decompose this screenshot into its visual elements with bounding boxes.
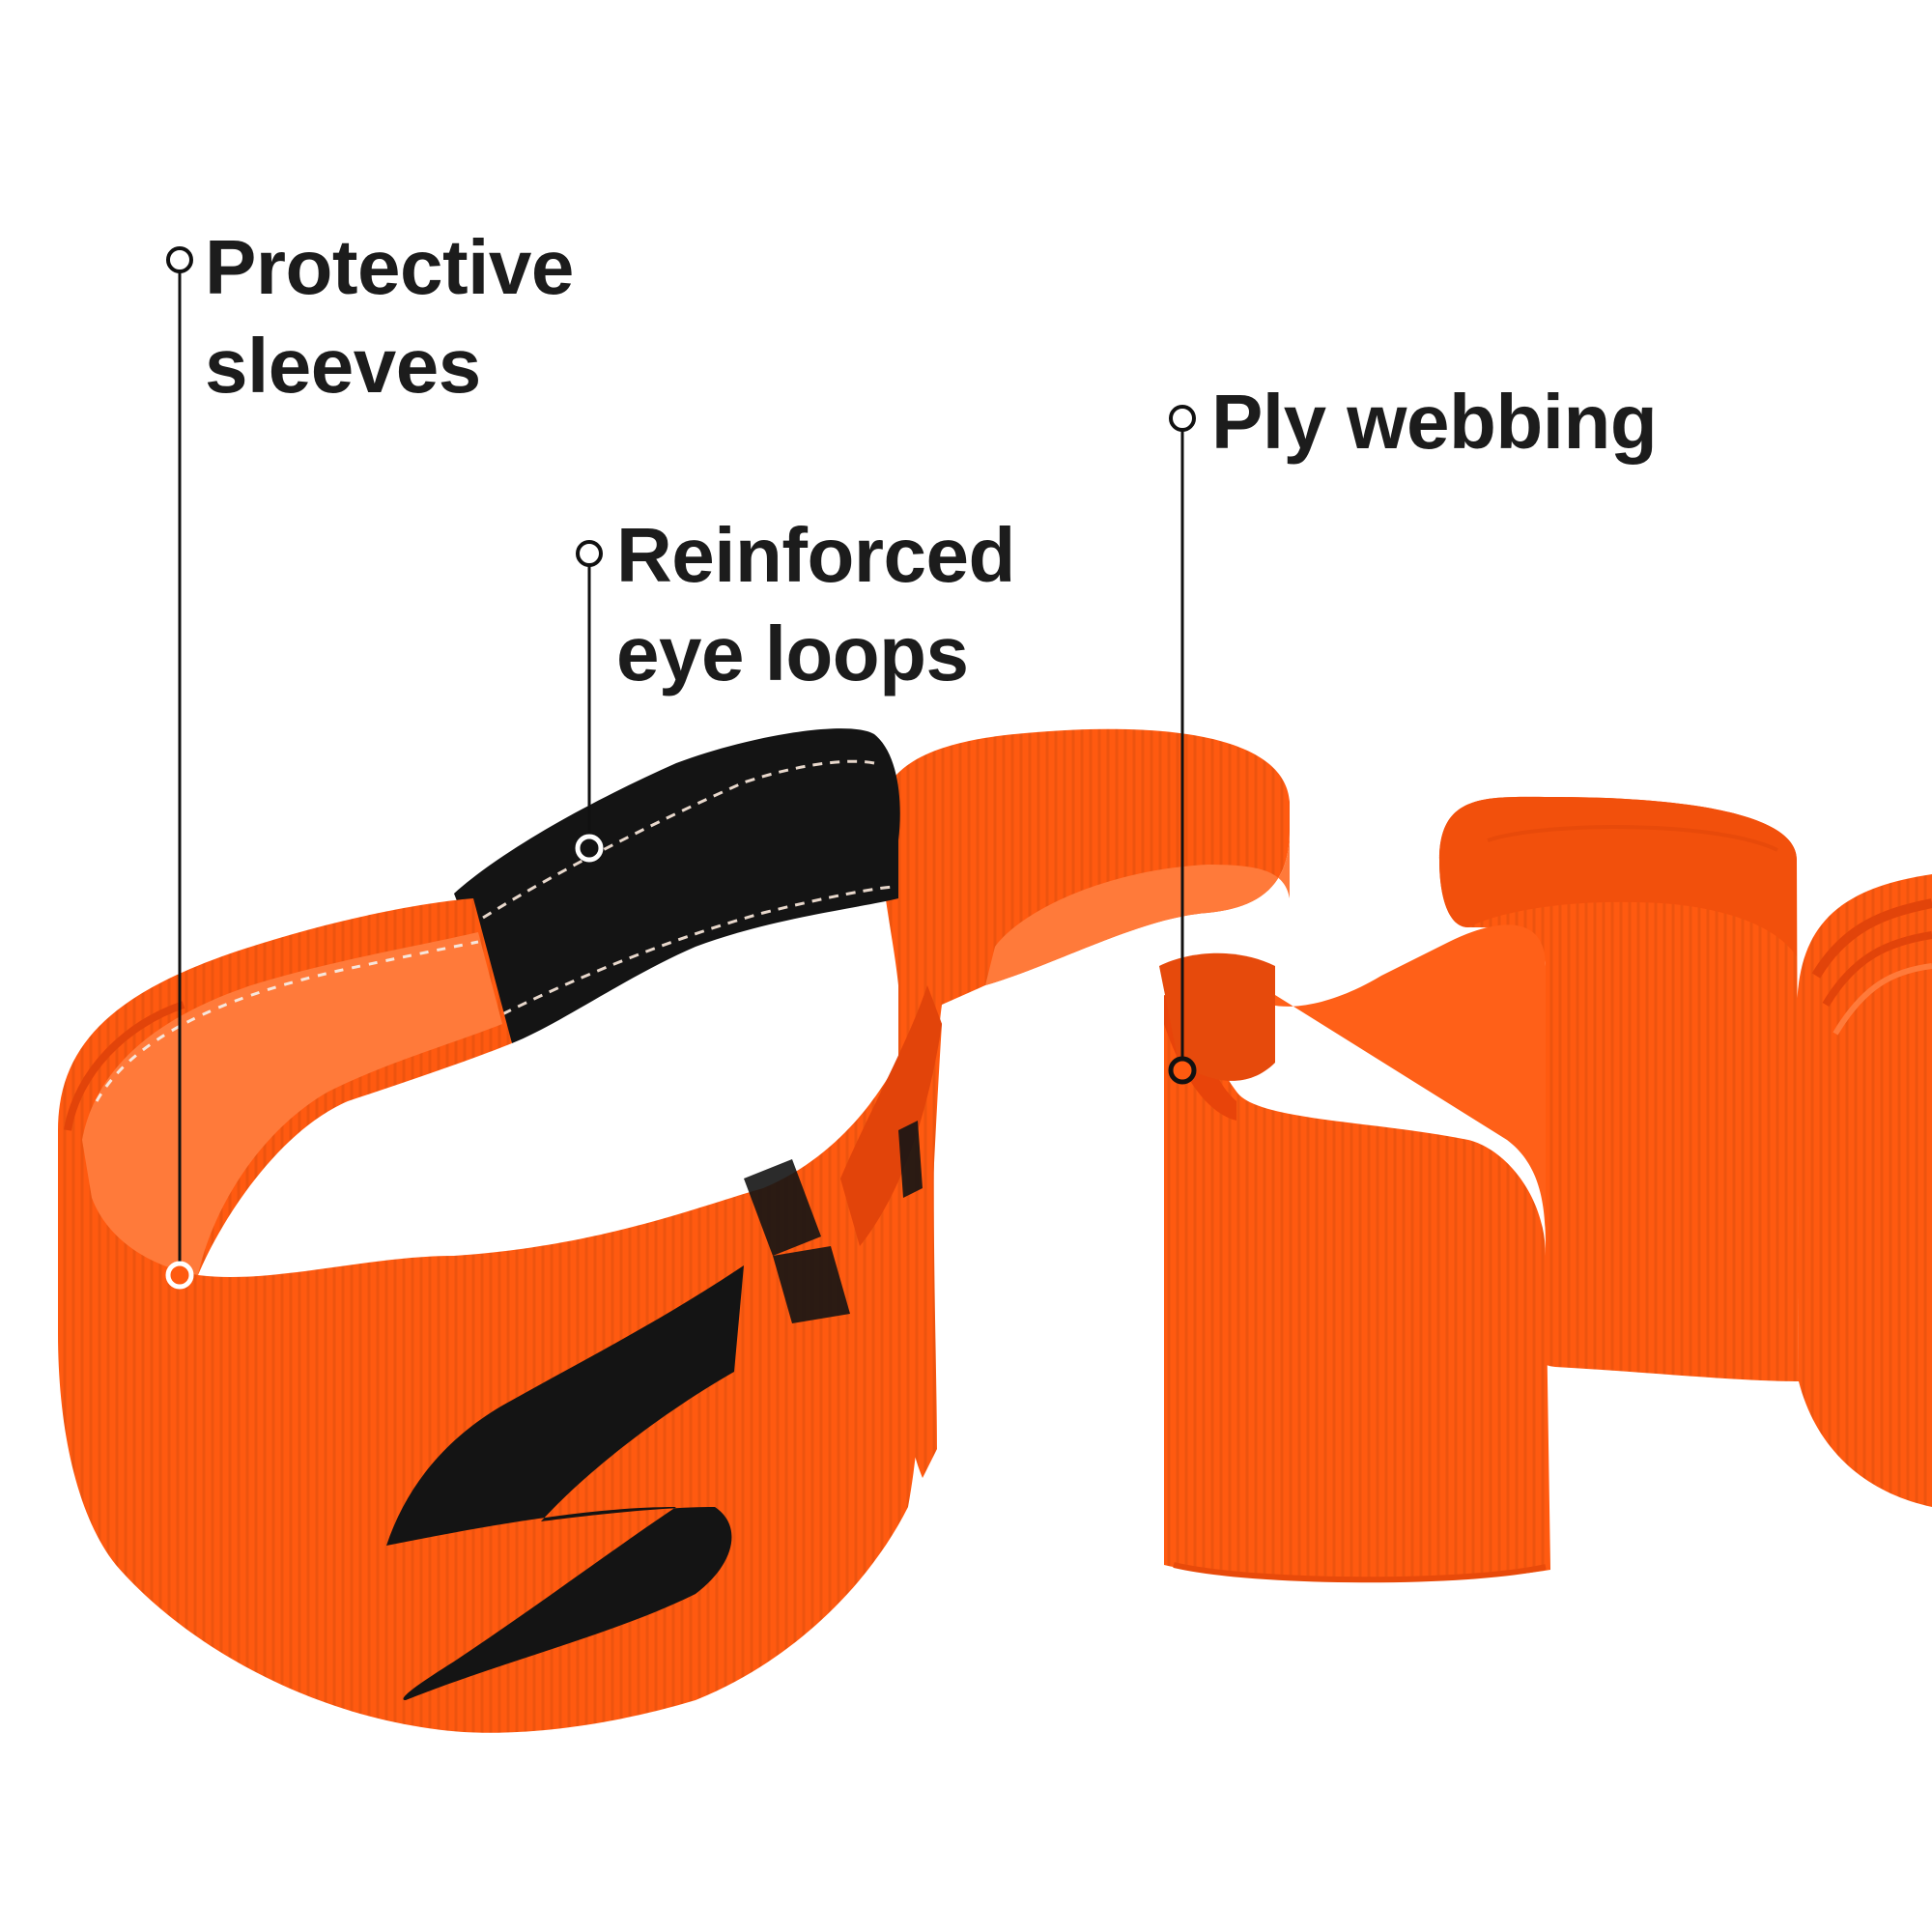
hollow-circle-icon [165, 1261, 194, 1290]
coiled-strap-section [1797, 874, 1932, 1507]
hollow-circle-icon [166, 246, 193, 273]
callout-label-reinforced-eye-loops: Reinforced eye loops [616, 506, 1015, 703]
hollow-circle-icon [576, 540, 603, 567]
callout-label-ply-webbing: Ply webbing [1211, 373, 1658, 471]
protective-sleeve [454, 728, 900, 1043]
lightning-s-logo [386, 1121, 923, 1700]
strap-loop-right [1439, 796, 1799, 1381]
hollow-circle-icon [575, 834, 604, 863]
callout-label-protective-sleeves: Protective sleeves [205, 218, 574, 415]
eye-loop-left [58, 728, 942, 1733]
callout-line-1: Reinforced [616, 512, 1015, 598]
hollow-circle-icon [1169, 405, 1196, 432]
callout-ply-webbing [1168, 405, 1197, 1085]
callout-line-2: sleeves [205, 323, 481, 409]
strap-s-bend [1164, 924, 1550, 1583]
callout-line-1: Protective [205, 224, 574, 310]
callout-reinforced-eye-loops [575, 540, 604, 863]
callout-line-2: eye loops [616, 611, 969, 696]
callout-line-1: Ply webbing [1211, 379, 1658, 465]
callout-protective-sleeves [165, 246, 194, 1290]
hollow-circle-icon [1168, 1056, 1197, 1085]
strap-loop-center [879, 728, 1290, 1478]
